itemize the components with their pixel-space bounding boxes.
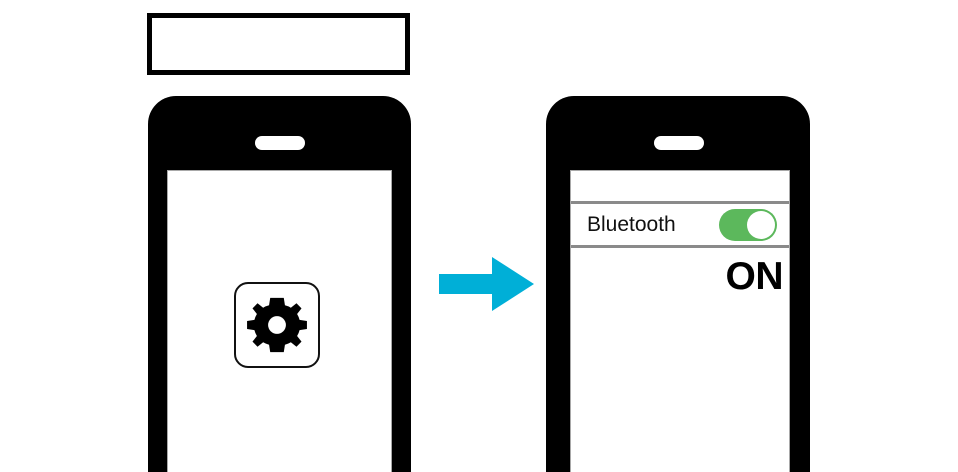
gear-icon [246,294,308,356]
bluetooth-row[interactable]: Bluetooth [571,204,789,248]
bluetooth-state-label: ON [725,254,784,298]
bluetooth-state-row: ON [571,248,789,304]
earpiece-speaker [255,136,305,150]
settings-list: Bluetooth ON [571,171,789,304]
phone-after: Bluetooth ON [546,96,810,472]
right-arrow-icon [439,257,534,311]
bluetooth-label: Bluetooth [587,212,676,236]
bluetooth-toggle[interactable] [719,208,777,241]
bluetooth-toggle-knob [747,210,775,239]
settings-header-row [571,171,789,204]
phone-before-screen [167,170,392,472]
settings-app-tile[interactable] [234,282,320,368]
phone-after-screen: Bluetooth ON [570,170,790,472]
caption-text [152,18,405,70]
earpiece-speaker [654,136,704,150]
phone-before [148,96,411,472]
caption-box [147,13,410,75]
